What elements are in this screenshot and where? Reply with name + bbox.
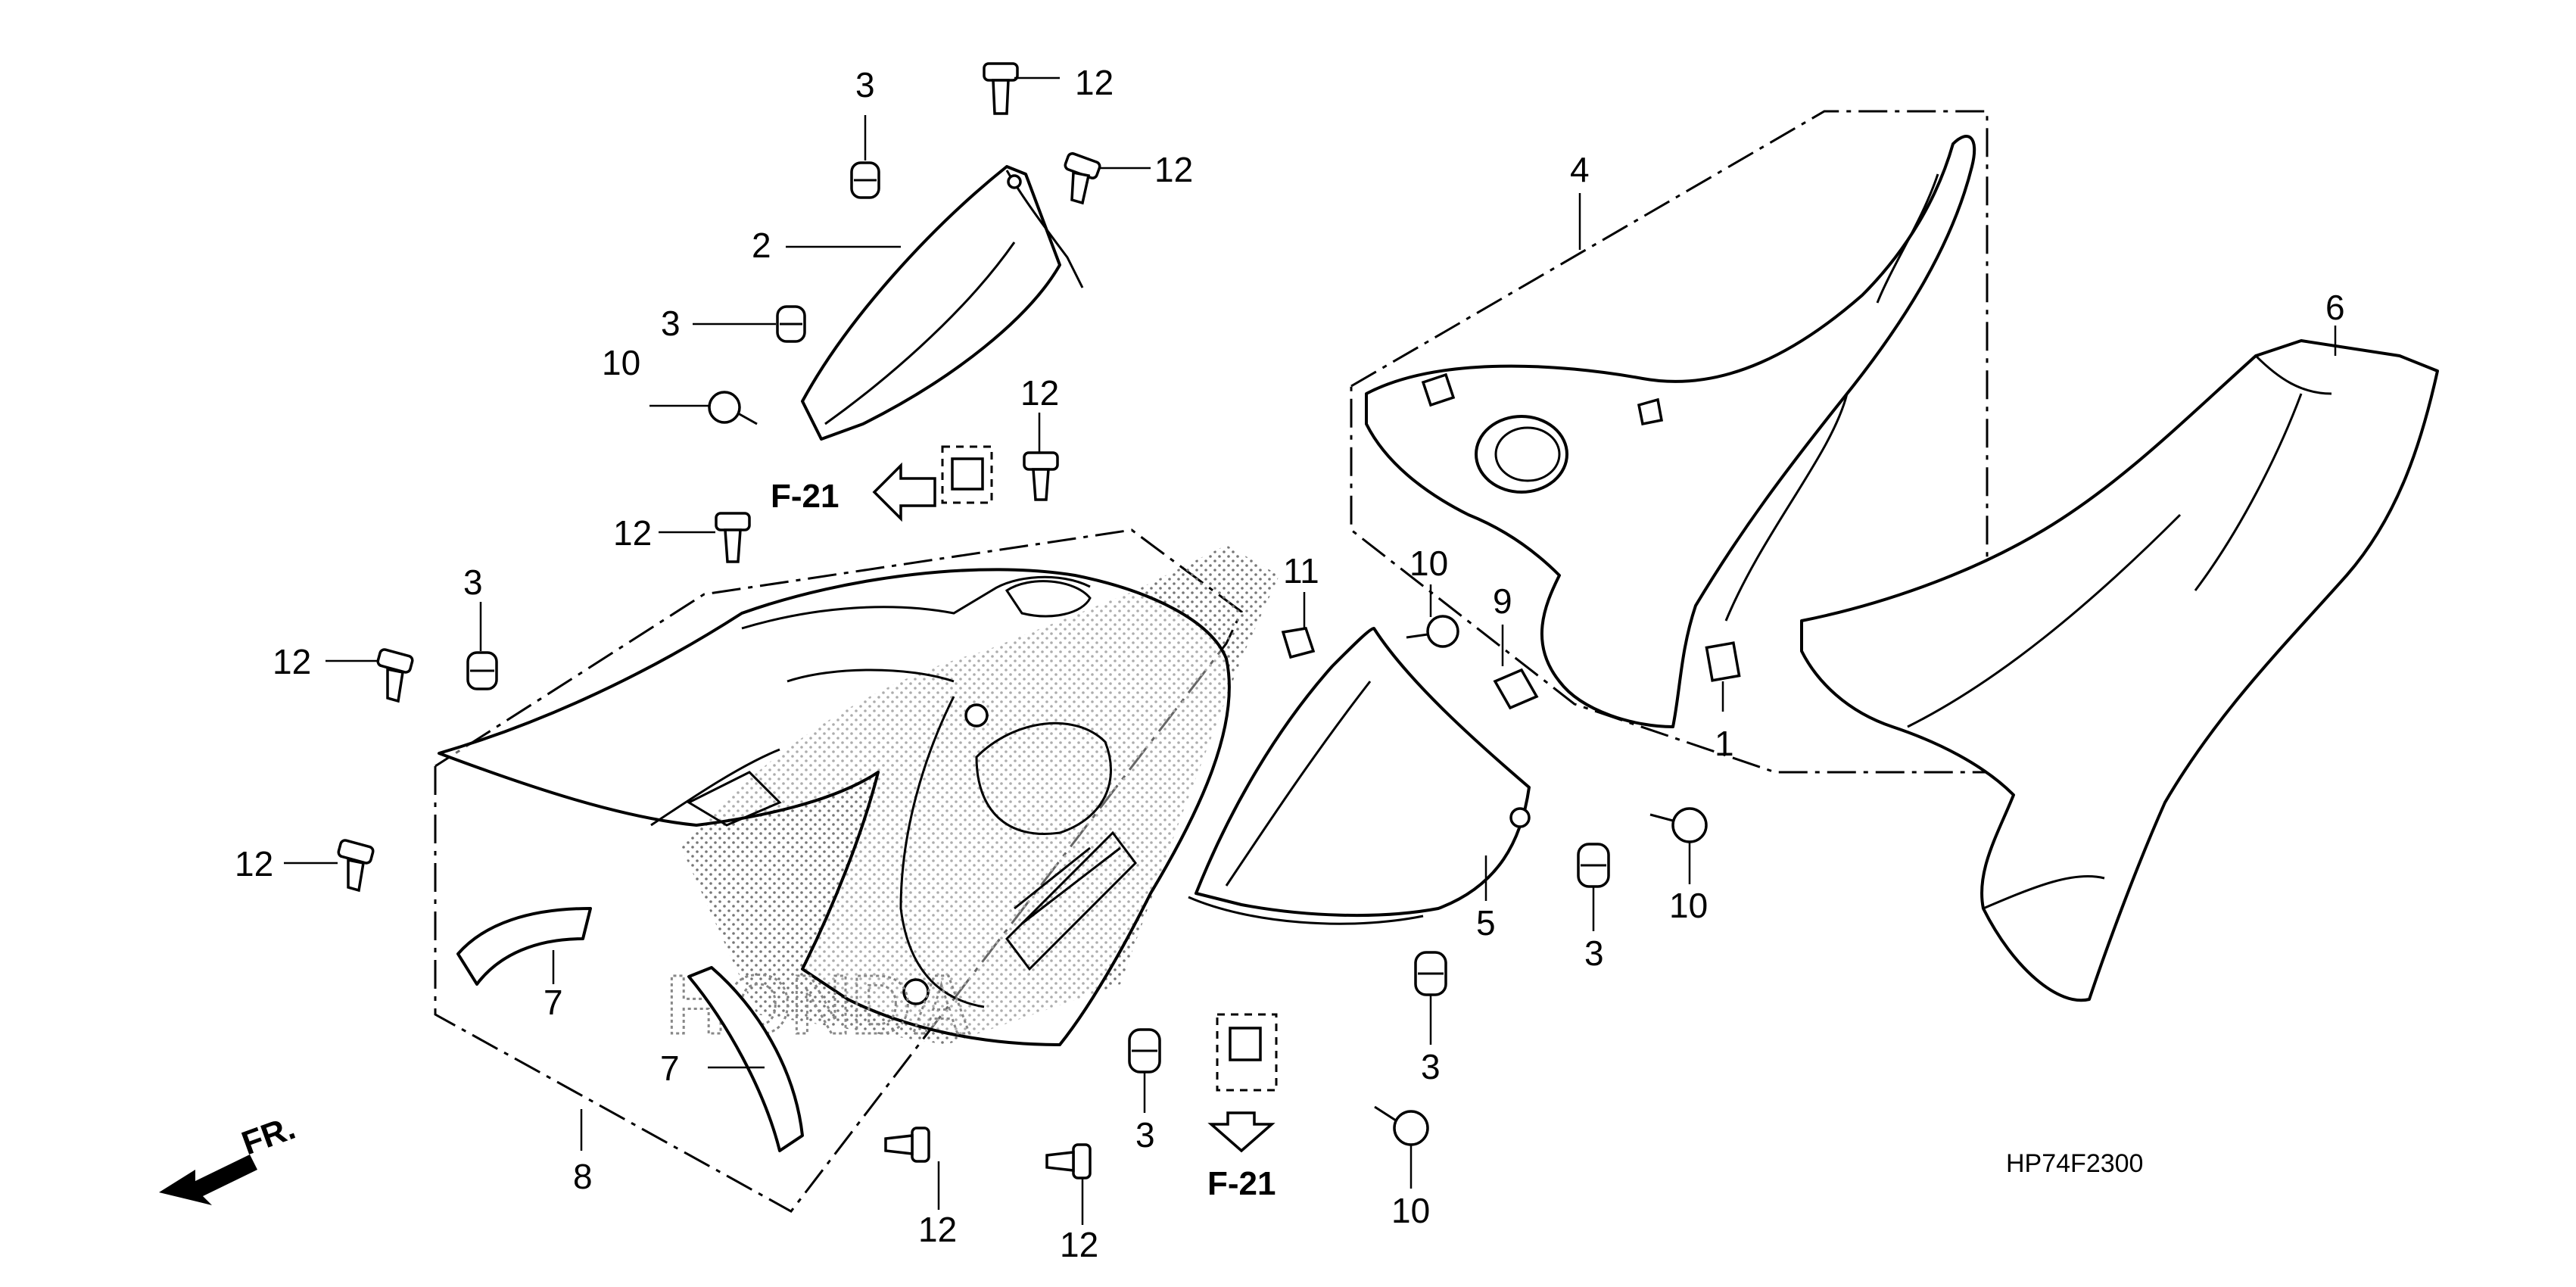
callout-5: 5 [1476,903,1496,943]
f21-bottom-arrow [1207,1111,1276,1153]
front-arrow-icon [159,1155,257,1205]
clip-f21-bottom-frame [1216,1013,1278,1092]
honda-wing-decal [1005,830,1137,971]
part-5-rear-cover [1195,627,1531,918]
callout-12: 12 [1075,63,1114,102]
grommet-3-a [850,161,880,199]
screw-10-b [1406,615,1459,648]
leader-lines [284,76,2337,1225]
frame-part-4 [1350,110,1989,774]
clip-12-c [1023,451,1059,501]
callout-7: 7 [660,1049,680,1088]
part-8-side-cover: HONDA [438,545,1279,1053]
callout-9: 9 [1493,581,1512,621]
callout-3: 3 [463,562,483,602]
frame-part-8 [434,528,1243,1213]
callout-4: 4 [1570,150,1590,189]
callout-6: 6 [2325,288,2345,327]
part-4-inner-panel [1365,135,1976,728]
grommet-3-c [466,651,498,690]
callout-12: 12 [1154,150,1193,189]
clip-12-d [715,512,751,563]
clip-f21-bottom [1229,1027,1262,1061]
callout-10: 10 [1669,886,1708,925]
clip-12-b [1064,152,1101,205]
callout-10: 10 [602,343,640,382]
ref-f21-bottom: F-21 [1207,1165,1276,1202]
grommet-3-d [1577,843,1610,888]
diagram-code: HP74F2300 [2006,1149,2143,1178]
part-7-strip-b [687,966,804,1152]
callout-3: 3 [1421,1047,1441,1086]
callout-12: 12 [1060,1225,1098,1264]
part-1-pad [1705,641,1741,682]
part-6-right-cover [1800,339,2439,1002]
callout-10: 10 [1409,544,1448,583]
screw-10-d [1374,1105,1429,1146]
grommet-3-f [1128,1028,1161,1074]
callout-2: 2 [752,226,771,265]
grommet-3-b [776,305,806,343]
callout-11: 11 [1283,551,1319,591]
part-7-strip-a [456,907,592,986]
part-2-panel [801,165,1061,441]
callout-12: 12 [1020,373,1059,413]
callout-3: 3 [661,304,681,343]
grommet-3-e [1414,951,1447,996]
clip-f21 [951,457,984,491]
clip-12-a [983,62,1019,115]
screw-10-c [1649,807,1708,843]
callout-1: 1 [1715,724,1734,763]
clip-f21-frame [941,445,993,504]
front-direction-label: FR. [237,1109,300,1162]
callout-3: 3 [855,65,875,104]
callout-12: 12 [918,1210,957,1249]
callout-numbers: 3 12 12 2 3 10 12 12 3 12 12 7 7 8 12 12… [235,63,2345,1264]
callout-8: 8 [573,1157,593,1196]
clip-12-e [376,648,414,703]
stipple-shade [681,545,1279,1045]
f21-left-arrow [872,462,936,522]
part-9-pad [1493,668,1539,710]
callout-3: 3 [1584,933,1604,973]
clip-12-g [884,1127,930,1163]
callout-10: 10 [1391,1191,1430,1230]
clip-nut-11 [1281,627,1316,659]
screw-10-a [708,391,758,425]
ref-f21-left: F-21 [771,478,839,515]
callout-12: 12 [613,513,652,553]
callout-12: 12 [273,642,311,681]
callout-7: 7 [544,983,563,1022]
clip-12-f [337,839,375,893]
callout-3: 3 [1135,1115,1155,1155]
callout-12: 12 [235,844,273,883]
clip-12-h [1045,1143,1092,1179]
